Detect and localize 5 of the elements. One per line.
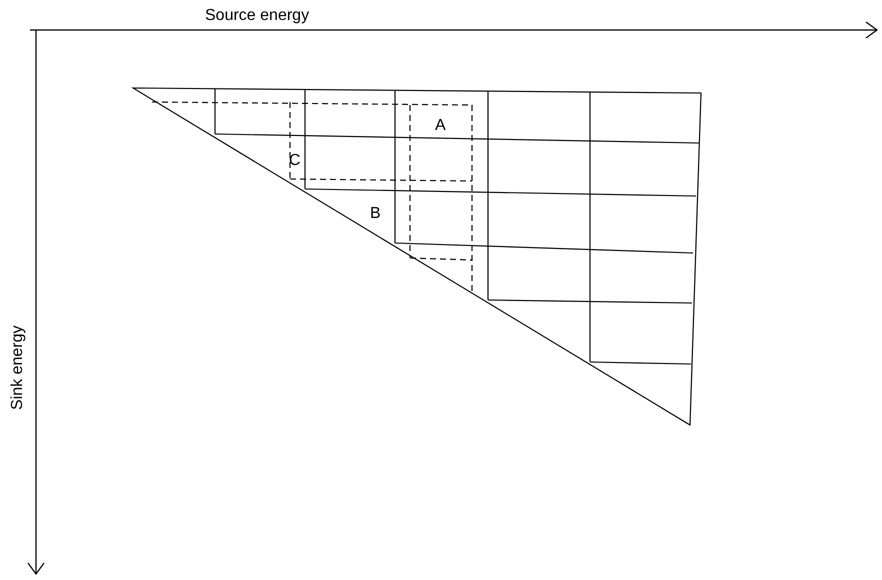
- axis-label: Source energy: [205, 7, 310, 24]
- region-label: A: [435, 117, 446, 134]
- region-label: B: [370, 205, 381, 222]
- axis-label: Sink energy: [9, 326, 26, 410]
- region-label: C: [289, 152, 301, 169]
